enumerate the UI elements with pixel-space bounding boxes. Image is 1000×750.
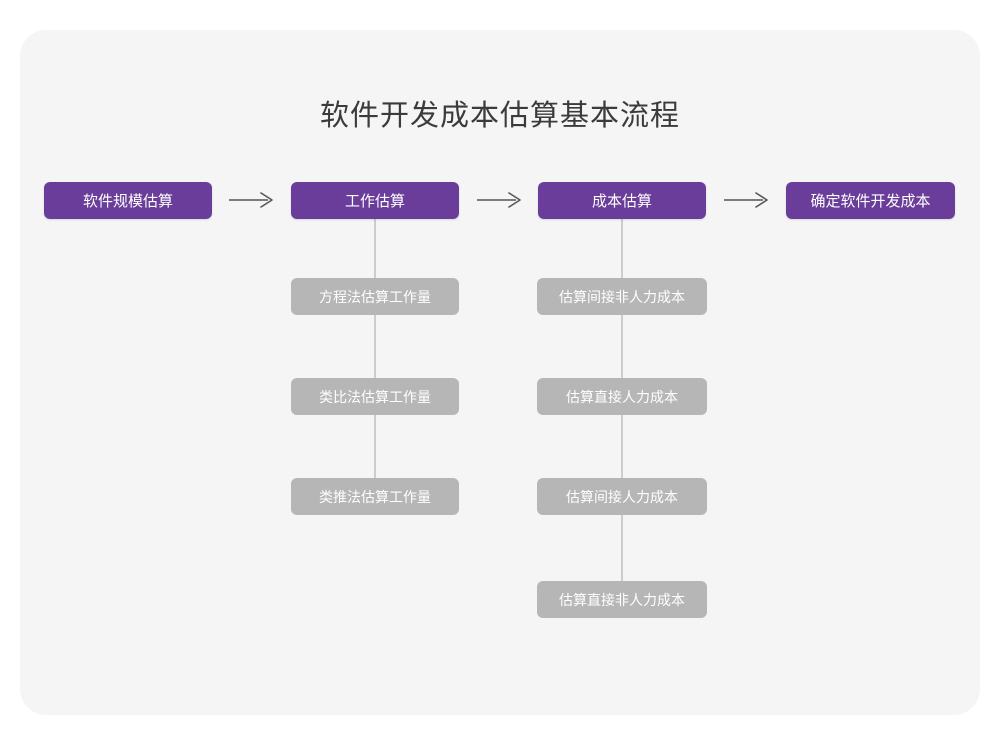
node-label: 估算直接非人力成本 — [559, 591, 685, 608]
arrow-3-icon — [723, 190, 771, 212]
node-label: 类比法估算工作量 — [319, 388, 431, 405]
node-inference-method-effort[interactable]: 类推法估算工作量 — [291, 478, 459, 515]
node-label: 估算间接人力成本 — [566, 488, 678, 505]
node-equation-method-effort[interactable]: 方程法估算工作量 — [291, 278, 459, 315]
node-label: 工作估算 — [344, 193, 405, 210]
page-title: 软件开发成本估算基本流程 — [319, 100, 680, 132]
node-label: 方程法估算工作量 — [319, 288, 431, 305]
diagram-card — [20, 30, 980, 715]
connector-line-column-3 — [621, 218, 623, 618]
node-indirect-nonlabor-cost[interactable]: 估算间接非人力成本 — [537, 278, 707, 315]
node-direct-nonlabor-cost[interactable]: 估算直接非人力成本 — [537, 581, 707, 618]
node-label: 估算间接非人力成本 — [559, 288, 685, 305]
node-indirect-labor-cost[interactable]: 估算间接人力成本 — [537, 478, 707, 515]
arrow-1-icon — [228, 190, 276, 212]
node-analogy-method-effort[interactable]: 类比法估算工作量 — [291, 378, 459, 415]
node-label: 估算直接人力成本 — [566, 388, 678, 405]
node-software-scale-estimation[interactable]: 软件规模估算 — [44, 182, 212, 219]
node-cost-estimation[interactable]: 成本估算 — [538, 182, 706, 219]
node-direct-labor-cost[interactable]: 估算直接人力成本 — [537, 378, 707, 415]
connector-line-column-2 — [374, 218, 376, 515]
node-label: 软件规模估算 — [82, 193, 173, 210]
node-determine-development-cost[interactable]: 确定软件开发成本 — [786, 182, 955, 219]
node-effort-estimation[interactable]: 工作估算 — [291, 182, 459, 219]
node-label: 类推法估算工作量 — [319, 488, 431, 505]
node-label: 确定软件开发成本 — [810, 193, 931, 210]
arrow-2-icon — [476, 190, 524, 212]
node-label: 成本估算 — [591, 193, 652, 210]
